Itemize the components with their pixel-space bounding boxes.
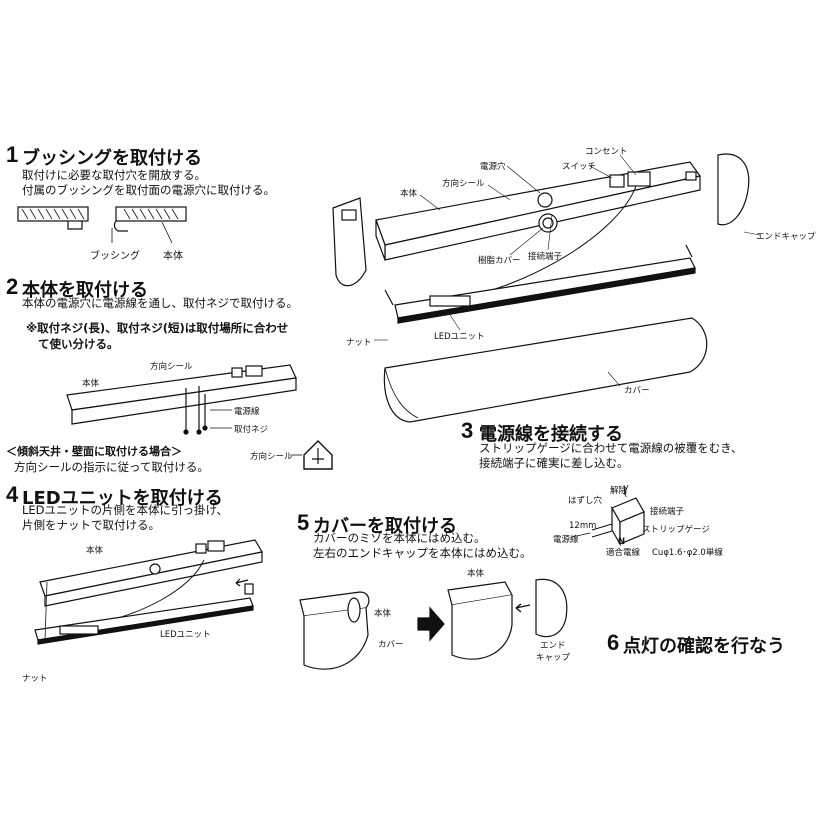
screw-label: 取付ネジ [234,425,269,435]
step4-line2: 片側をナットで取付ける。 [22,518,160,532]
step4-nut-label: ナット [22,674,48,684]
step5-arrow [417,606,445,642]
step3-line2: 接続端子に確実に差し込む。 [479,456,629,470]
switch-label: スイッチ [562,162,597,172]
terminal-diagram [571,484,645,547]
step4-number: 4 [6,482,19,507]
step1-line2: 付属のブッシングを取付面の電源穴に取付ける。 [22,183,275,197]
step5-cap-label: キャップ [536,653,571,663]
end-cap-label: エンドキャップ [756,232,816,242]
power-wire-label: 電源線 [234,407,260,417]
wire-label: 電源線 [553,535,579,545]
step4-led-label: LEDユニット [160,630,211,640]
terminal-label: 接続端子 [650,507,685,517]
overview-body [375,161,702,297]
step2-note1: ※取付ネジ(長)、取付ネジ(短)は取付場所に合わせ [26,321,289,335]
step2-title: 本体を取付ける [22,280,148,301]
step2-line1: 本体の電源穴に電源線を通し、取付ネジで取付ける。 [22,296,298,310]
compat-wire-label: 適合電線 [606,548,641,558]
step4-body-label: 本体 [86,546,104,556]
overview-led-label: LEDユニット [434,332,485,342]
power-hole-label: 電源穴 [480,162,506,172]
step2-note2: て使い分ける。 [38,337,119,351]
step3-number: 3 [461,418,474,443]
outlet-label: コンセント [585,147,628,157]
step1-number: 1 [6,142,19,167]
end-cap-left [332,197,367,287]
strip-gauge-label: ストリップゲージ [642,525,710,535]
strip-length-label: 12mm [569,521,597,531]
step5-title: カバーを取付ける [313,516,457,537]
step2-body-diagram [66,364,297,435]
overview-cover [383,317,708,423]
seal-icon-label: 方向シール [250,452,293,462]
overview-body-label: 本体 [400,189,418,199]
direction-seal-icon [290,440,333,470]
bushing-label: ブッシング [90,251,140,262]
step3-line1: ストリップゲージに合わせて電源線の被覆をむき、 [479,441,743,455]
step5-line1: カバーのミゾを本体にはめ込む。 [313,531,486,545]
step5-after-diagram [447,578,568,660]
leader-lines [374,154,761,387]
end-cap-right [717,153,750,226]
bushing-diagram-right [111,206,187,244]
overview-cover-label: カバー [624,386,650,396]
hole-label: はずし穴 [568,496,603,506]
step1-body-label: 本体 [163,251,183,262]
slope-text: 方向シールの指示に従って取付ける。 [14,460,209,474]
overview-terminal-label: 接続端子 [528,252,563,262]
wire-spec-label: Cuφ1.6･φ2.0単線 [652,548,723,558]
step2-direction-seal-label: 方向シール [150,362,193,372]
step6-title: 点灯の確認を行なう [623,636,785,657]
step5-number: 5 [297,510,310,535]
step4-line1: LEDユニットの片側を本体に引っ掛け、 [22,503,228,517]
step5-cover-label: カバー [378,640,404,650]
step5-body-label-b: 本体 [467,569,485,579]
step2-number: 2 [6,274,19,299]
step6-number: 6 [607,630,620,655]
resin-cover-label: 樹脂カバー [478,256,521,266]
release-label: 解除 [610,486,628,496]
slope-title: ＜傾斜天井・壁面に取付ける場合＞ [6,445,182,458]
step5-line2: 左右のエンドキャップを本体にはめ込む。 [313,546,532,560]
step1-line1: 取付けに必要な取付穴を開放する。 [22,168,206,182]
overview-led-unit [384,244,696,324]
step1-title: ブッシングを取付ける [22,148,202,169]
overview-nut-label: ナット [346,338,372,348]
step2-body-label: 本体 [82,379,100,389]
bushing-diagram-left [17,206,89,230]
step4-body-diagram [34,539,263,645]
step5-end-label: エンド [540,641,566,651]
step4-title: LEDユニットを取付ける [22,488,223,509]
step5-body-label-a: 本体 [374,609,392,619]
step5-before-diagram [299,591,370,670]
n-label: N [618,537,626,547]
overview-direction-seal-label: 方向シール [442,179,485,189]
step3-title: 電源線を接続する [479,424,623,445]
